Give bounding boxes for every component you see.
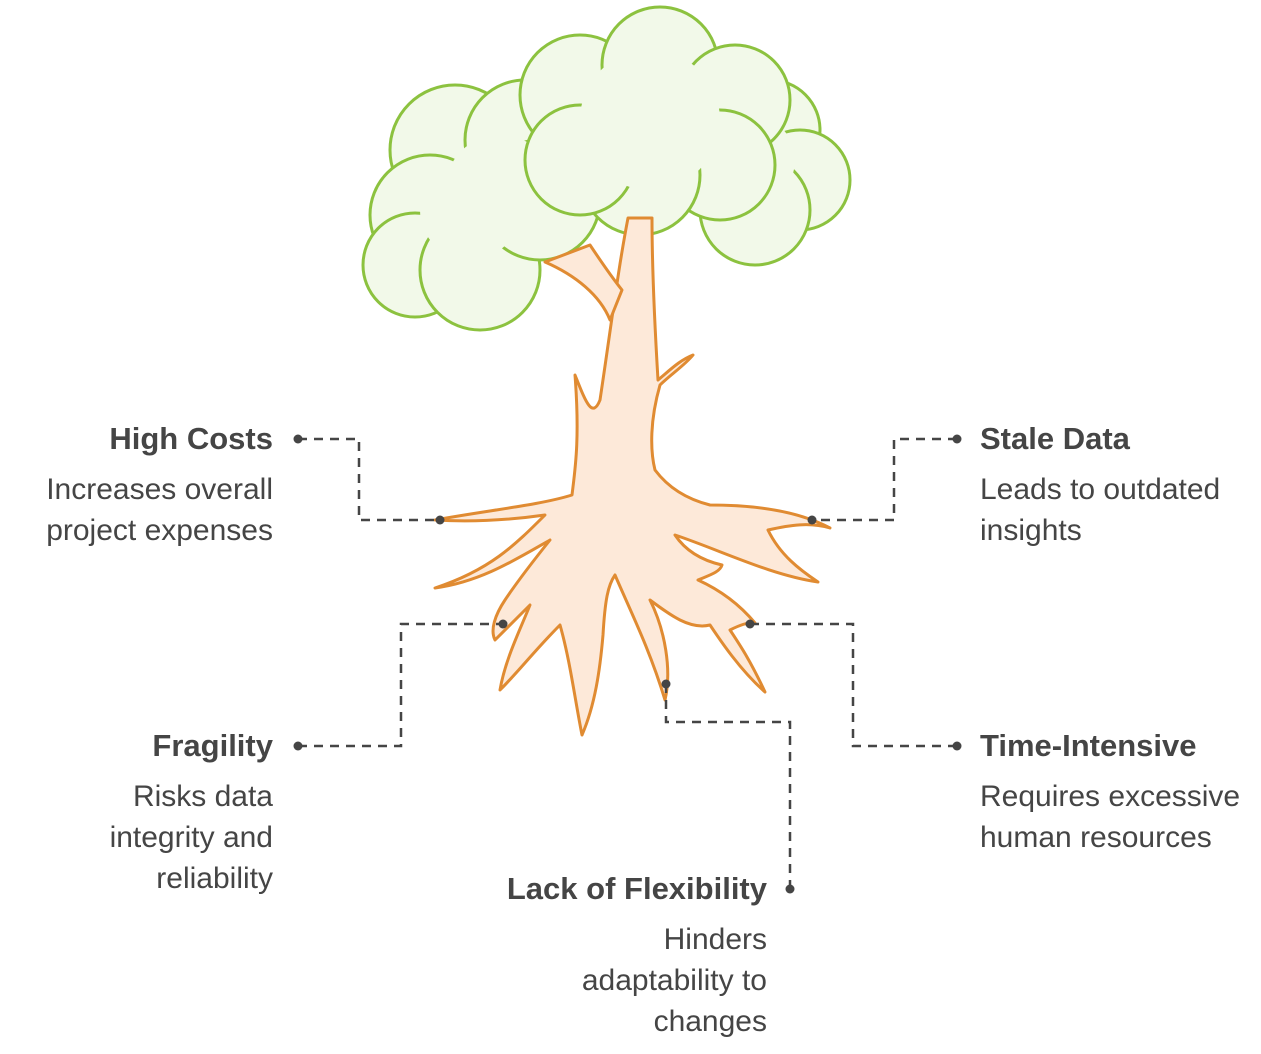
item-title: Fragility [152,728,273,763]
tree-canopy [361,5,852,332]
item-description: Increases overall project expenses [46,473,273,547]
item-lack-of-flexibility: Lack of Flexibility Hinders adaptability… [467,871,767,1042]
connector-stale-data [807,434,962,525]
item-fragility: Fragility Risks data integrity and relia… [73,728,273,899]
connector-lack-of-flexibility [661,679,795,894]
item-stale-data: Stale Data Leads to outdated insights [980,421,1260,551]
connector-high-costs [293,434,445,525]
tree-trunk-and-roots [433,216,832,737]
item-description: Risks data integrity and reliability [109,780,273,895]
item-title: Lack of Flexibility [506,871,767,906]
canopy-top-cloud [518,5,792,237]
item-time-intensive: Time-Intensive Requires excessive human … [980,728,1250,858]
item-title: Stale Data [980,421,1130,456]
item-high-costs: High Costs Increases overall project exp… [0,421,273,551]
item-description: Requires excessive human resources [980,780,1241,854]
item-title: Time-Intensive [980,728,1197,763]
branch-left [543,243,624,322]
item-description: Hinders adaptability to changes [581,923,767,1038]
connector-fragility [293,619,508,751]
connector-time-intensive [745,619,962,751]
item-description: Leads to outdated insights [980,473,1221,547]
item-title: High Costs [109,421,273,456]
